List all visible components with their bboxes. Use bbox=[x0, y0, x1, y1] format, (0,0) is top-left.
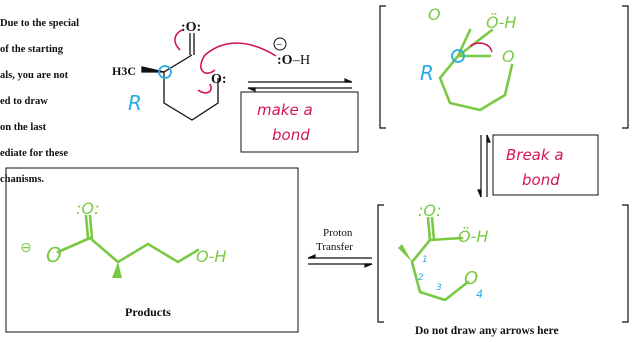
int2-o-bottom: O bbox=[464, 268, 478, 289]
step2-label-line2: bond bbox=[522, 171, 560, 189]
int2-caption: Do not draw any arrows here bbox=[415, 325, 559, 337]
int1-r-label: R bbox=[420, 61, 434, 85]
carbonyl-arrow bbox=[174, 29, 183, 51]
product-o-left: O bbox=[46, 243, 62, 267]
step2-label-line1: Break a bbox=[506, 146, 564, 164]
minus-charge: − bbox=[276, 39, 282, 51]
product-minus: ⊖ bbox=[20, 240, 32, 256]
equilibrium-arrow-1 bbox=[247, 78, 353, 92]
intermediate2-bracket bbox=[377, 204, 629, 323]
step2-box bbox=[492, 134, 599, 196]
hydroxide-oxygen: :O bbox=[277, 53, 293, 68]
product-o-top: :O: bbox=[76, 199, 100, 218]
int2-num1: 1 bbox=[422, 255, 428, 265]
int2-num4: 4 bbox=[476, 288, 483, 301]
note-line: chanisms. bbox=[0, 174, 45, 185]
step1-label-line1: make a bbox=[257, 101, 313, 119]
reactant-structure bbox=[141, 33, 219, 121]
product-wedge bbox=[112, 262, 122, 278]
note-line: ed to draw bbox=[0, 96, 48, 107]
products-structure bbox=[56, 214, 200, 264]
equilibrium-arrow-3 bbox=[307, 254, 373, 268]
product-oh: O-H bbox=[196, 247, 226, 266]
note-line: als, you are not bbox=[0, 70, 69, 81]
transfer-line1: Proton bbox=[323, 227, 353, 239]
minus-charge-circle bbox=[273, 37, 287, 51]
intermediate1-bracket bbox=[379, 5, 629, 129]
int1-o-minus: O bbox=[428, 5, 441, 24]
ch3-label: H3C bbox=[112, 64, 136, 78]
step1-box bbox=[240, 91, 359, 153]
note-line: Due to the special bbox=[0, 18, 80, 29]
ring-arrow bbox=[197, 83, 212, 94]
int1-ring-oxygen: O bbox=[502, 47, 515, 66]
instruction-note: Due to the special of the starting als, … bbox=[0, 4, 140, 199]
transfer-line2: Transfer bbox=[316, 241, 353, 253]
int2-num3: 3 bbox=[436, 283, 442, 293]
note-line: on the last bbox=[0, 122, 47, 133]
int1-arrow bbox=[469, 42, 493, 53]
hydroxide-attack-arrow bbox=[200, 42, 277, 74]
products-box bbox=[5, 167, 299, 333]
carbonyl-oxygen: :O: bbox=[181, 20, 201, 35]
ring-oxygen: O: bbox=[211, 72, 227, 87]
r-highlight-circle bbox=[158, 65, 172, 79]
products-label: Products bbox=[125, 305, 171, 319]
int2-num2: 2 bbox=[418, 273, 424, 283]
hydroxide-hydrogen: –H bbox=[292, 53, 310, 68]
equilibrium-arrow-2 bbox=[477, 134, 491, 198]
intermediate1-structure bbox=[438, 28, 514, 112]
step1-label-line2: bond bbox=[272, 126, 310, 144]
lactone-ring bbox=[163, 54, 219, 121]
int2-o-top: :O: bbox=[418, 201, 442, 220]
int1-r-circle bbox=[451, 49, 465, 63]
intermediate2-structure bbox=[410, 216, 470, 302]
int1-oh: Ö-H bbox=[486, 13, 516, 32]
note-line: ediate for these bbox=[0, 148, 69, 159]
r-group-label: R bbox=[128, 91, 142, 115]
int2-oh: Ö-H bbox=[458, 227, 488, 246]
note-line: of the starting bbox=[0, 44, 63, 55]
int2-wedge bbox=[398, 244, 412, 262]
electron-arrows bbox=[174, 29, 277, 94]
